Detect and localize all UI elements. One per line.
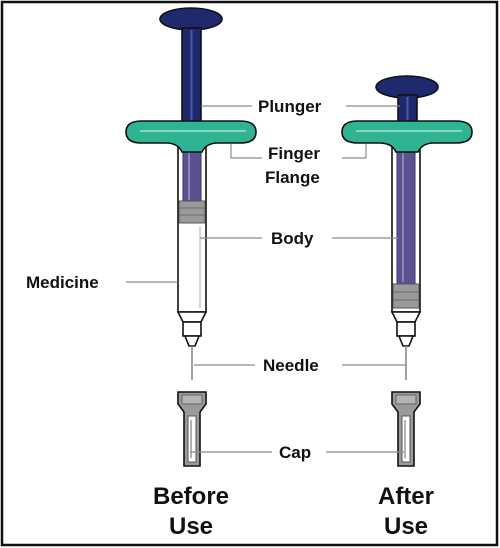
caption-after-line2: Use [384,513,428,540]
nozzle-hub-after [396,321,416,337]
captions: Before Use After Use [153,483,434,540]
label-plunger: Plunger [258,97,322,116]
finger-flange-after [341,120,473,153]
label-cap: Cap [279,443,311,462]
nozzle-taper-after [390,311,422,323]
stopper-after [392,283,420,309]
cap-rim-after [395,394,417,405]
plunger-inner-before [182,145,202,203]
syringe-before-use [125,7,257,467]
nozzle-hub-before [182,321,202,337]
nozzle-tip-before [183,335,201,347]
finger-flange-before [125,120,257,153]
label-finger: Finger [268,144,320,163]
caption-before-line2: Use [169,513,213,540]
nozzle-taper-before [176,311,208,323]
plunger-inner-after [396,145,416,285]
label-needle: Needle [263,356,319,375]
label-flange: Flange [265,168,320,187]
stopper-before [178,200,206,224]
cap-window-after [401,415,411,463]
cap-rim-before [181,394,203,405]
leader-finger-left [230,144,262,159]
leader-finger-right [342,144,367,159]
part-labels: Plunger Finger Flange Body Medicine Need… [26,97,322,462]
nozzle-tip-after [397,335,415,347]
syringe-after-use [341,75,473,467]
leader-lines [126,105,406,453]
label-medicine: Medicine [26,273,99,292]
plunger-thumb-pad-before [159,7,223,31]
caption-before-line1: Before [153,483,229,510]
label-body: Body [271,229,314,248]
caption-after-line1: After [378,483,434,510]
cap-window-before [187,415,197,463]
